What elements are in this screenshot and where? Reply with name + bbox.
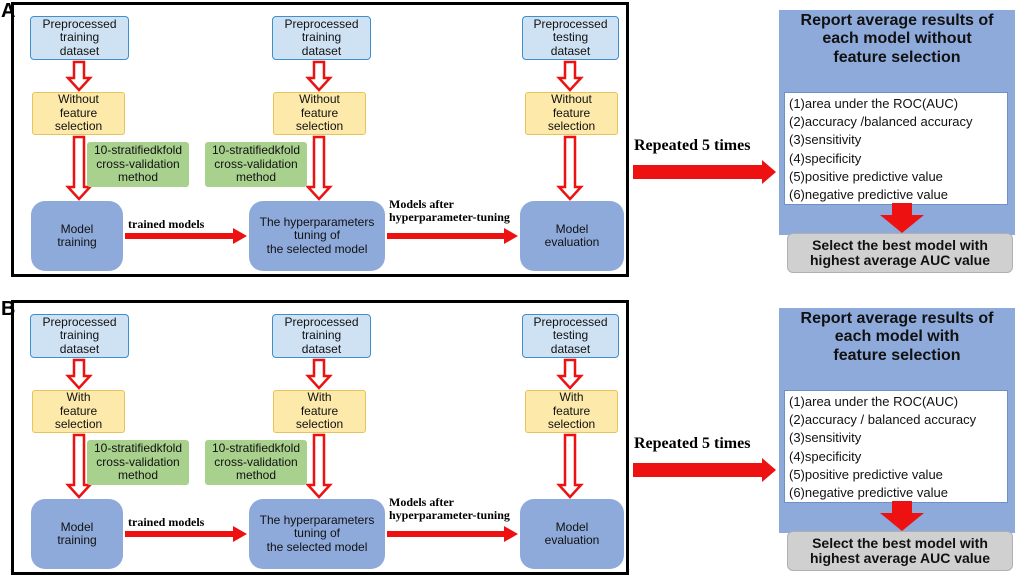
- cv-method-box-tuning: 10-stratifiedkfold cross-validation meth…: [205, 142, 307, 187]
- repeat-label: Repeated 5 times: [634, 137, 751, 154]
- down-arrow: [305, 135, 333, 201]
- metric-item: (5)positive predictive value: [789, 168, 943, 184]
- feature-selection-box-testing: With feature selection: [525, 390, 618, 433]
- metric-item: (3)sensitivity: [789, 132, 862, 148]
- down-arrow: [65, 358, 93, 390]
- feature-selection-box: Without feature selection: [32, 92, 125, 135]
- repeat-arrow: [633, 160, 776, 184]
- down-arrow: [556, 135, 584, 201]
- after-tuning-label: Models after hyperparameter-tuning: [389, 495, 510, 523]
- report-title: Report average results of each model wit…: [800, 12, 994, 66]
- down-arrow: [556, 358, 584, 390]
- cv-method-box-tuning: 10-stratifiedkfold cross-validation meth…: [205, 440, 307, 485]
- testing-dataset-box: Preprocessed testing dataset: [522, 16, 619, 60]
- metric-item: (5)positive predictive value: [789, 466, 943, 482]
- metrics-list: (1)area under the ROC(AUC) (2)accuracy /b…: [784, 92, 1008, 205]
- report-results-box: Report average results of each model wit…: [779, 10, 1015, 235]
- feature-selection-box: With feature selection: [32, 390, 125, 433]
- feature-selection-box-testing: Without feature selection: [525, 92, 618, 135]
- training-dataset-box: Preprocessed training dataset: [30, 16, 129, 60]
- down-arrow: [305, 433, 333, 499]
- training-dataset-box: Preprocessed training dataset: [30, 314, 129, 358]
- best-model-box: Select the best model with highest avera…: [787, 233, 1013, 273]
- metric-item: (4)specificity: [789, 448, 862, 464]
- feature-selection-box-tuning: With feature selection: [273, 390, 366, 433]
- hyperparameter-tuning-box: The hyperparameters tuning of the select…: [249, 201, 385, 271]
- model-evaluation-box: Model evaluation: [520, 201, 624, 271]
- down-arrow: [65, 433, 93, 499]
- pipeline-frame: [11, 2, 629, 277]
- right-arrow: [125, 526, 247, 542]
- report-results-box: Report average results of each model wit…: [779, 308, 1015, 533]
- training-dataset-box-tuning: Preprocessed training dataset: [272, 16, 371, 60]
- metrics-list: (1)area under the ROC(AUC) (2)accuracy / …: [784, 390, 1008, 503]
- repeat-arrow: [633, 458, 776, 482]
- report-title: Report average results of each model wit…: [800, 310, 994, 364]
- feature-selection-box-tuning: Without feature selection: [273, 92, 366, 135]
- panel-a: A Preprocessed training dataset Preproce…: [0, 0, 1016, 290]
- down-arrow: [305, 358, 333, 390]
- testing-dataset-box: Preprocessed testing dataset: [522, 314, 619, 358]
- repeat-label: Repeated 5 times: [634, 435, 751, 452]
- hyperparameter-tuning-box: The hyperparameters tuning of the select…: [249, 499, 385, 569]
- cv-method-box: 10-stratifiedkfold cross-validation meth…: [87, 142, 189, 187]
- metric-item: (4)specificity: [789, 150, 862, 166]
- best-model-box: Select the best model with highest avera…: [787, 531, 1013, 571]
- model-evaluation-box: Model evaluation: [520, 499, 624, 569]
- right-arrow: [125, 228, 247, 244]
- trained-models-label: trained models: [128, 217, 205, 231]
- metric-item: (6)negative predictive value: [789, 485, 948, 501]
- after-tuning-label: Models after hyperparameter-tuning: [389, 197, 510, 225]
- down-arrow-result: [880, 501, 924, 531]
- metric-item: (2)accuracy / balanced accuracy: [789, 412, 977, 428]
- down-arrow: [556, 433, 584, 499]
- metric-item: (2)accuracy /balanced accuracy: [789, 114, 973, 130]
- down-arrow: [65, 60, 93, 92]
- metric-item: (3)sensitivity: [789, 430, 862, 446]
- metric-item: (1)area under the ROC(AUC): [789, 394, 959, 409]
- pipeline-frame: [11, 300, 629, 575]
- model-training-box: Model training: [31, 201, 123, 271]
- trained-models-label: trained models: [128, 515, 205, 529]
- down-arrow-result: [880, 203, 924, 233]
- right-arrow: [387, 526, 518, 542]
- down-arrow: [305, 60, 333, 92]
- cv-method-box: 10-stratifiedkfold cross-validation meth…: [87, 440, 189, 485]
- metric-item: (6)negative predictive value: [789, 187, 948, 203]
- down-arrow: [556, 60, 584, 92]
- training-dataset-box-tuning: Preprocessed training dataset: [272, 314, 371, 358]
- down-arrow: [65, 135, 93, 201]
- model-training-box: Model training: [31, 499, 123, 569]
- metric-item: (1)area under the ROC(AUC): [789, 96, 959, 111]
- right-arrow: [387, 228, 518, 244]
- panel-b: B Preprocessed training dataset Preproce…: [0, 298, 1016, 588]
